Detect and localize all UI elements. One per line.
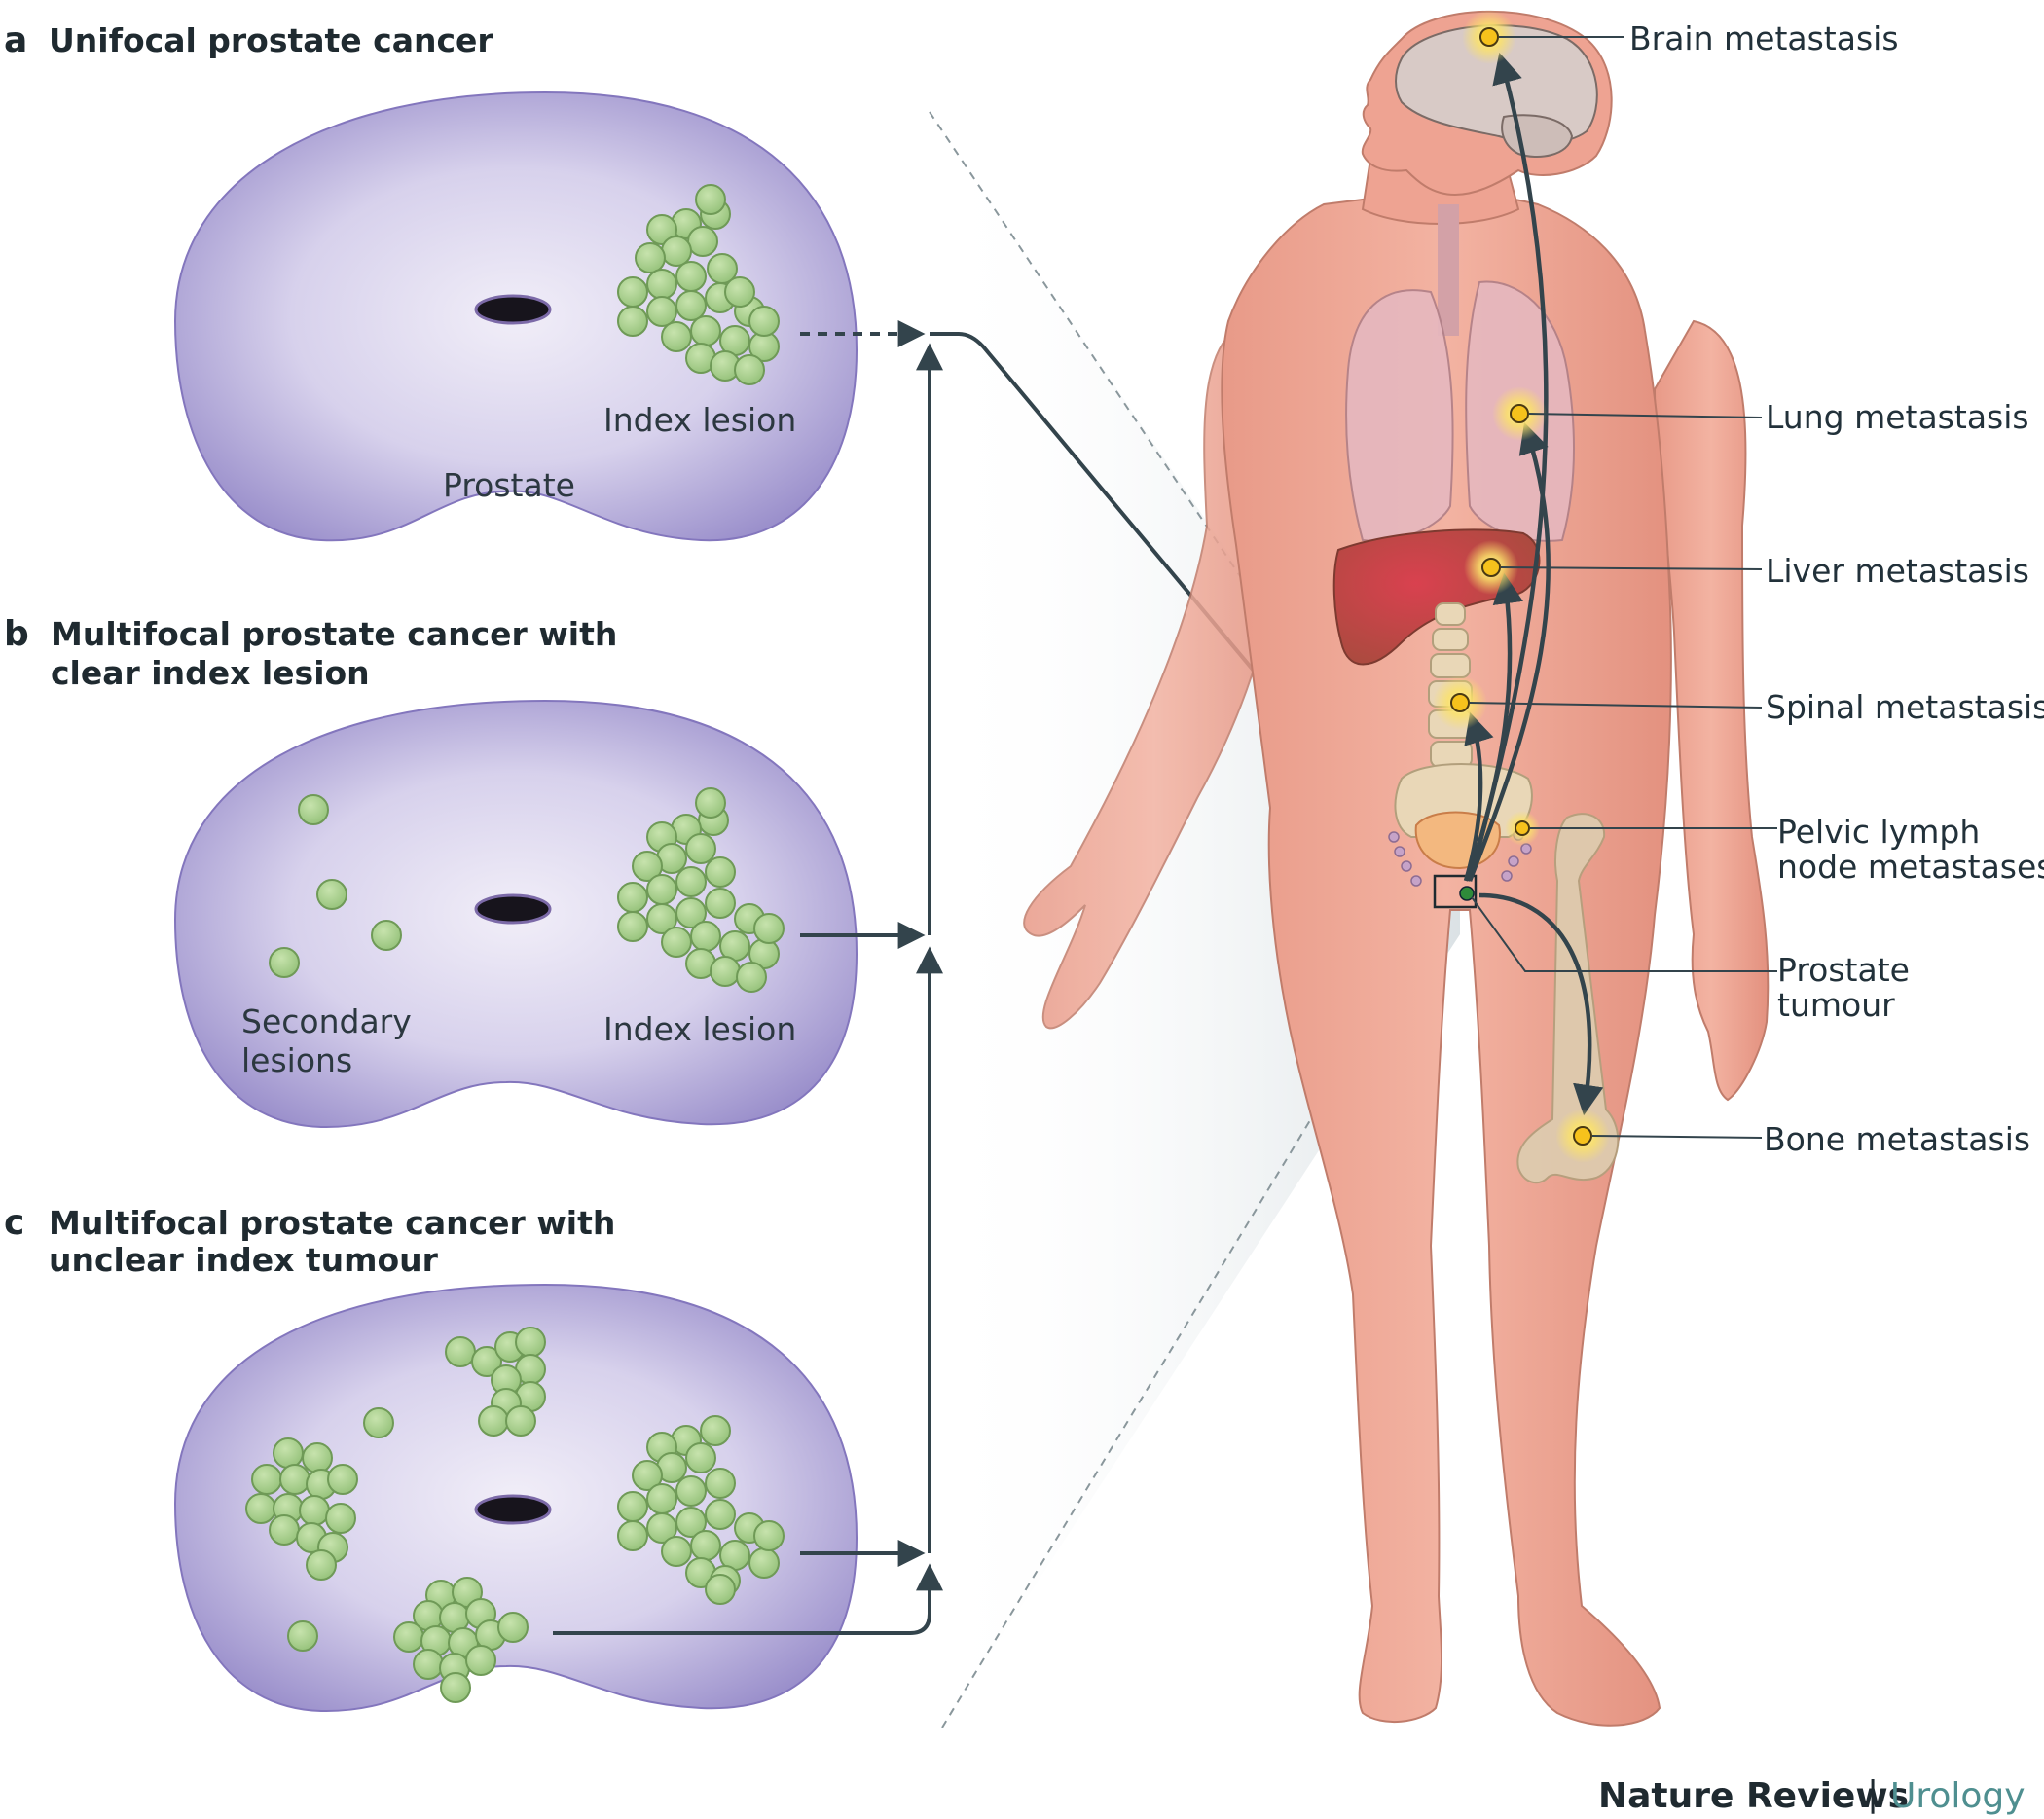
arrow-to-spine: [1463, 711, 1494, 882]
arrow-to-bone: [1478, 892, 1604, 1116]
brain-metastasis-marker: [1462, 10, 1516, 64]
brain-metastasis-label: Brain metastasis: [1629, 19, 1899, 57]
index-lesion-a-label: Index lesion: [603, 401, 796, 439]
panel-c-letter: c: [4, 1203, 24, 1243]
prostate-tumour-label-line2: tumour: [1777, 986, 1895, 1024]
panel-c-title-line2: unclear index tumour: [49, 1241, 439, 1279]
urethra-a: [474, 294, 552, 325]
bone-metastasis-marker: [1555, 1109, 1610, 1163]
pelvic-lymph-label-line1: Pelvic lymph: [1777, 813, 1980, 851]
metastasis-markers: [1433, 10, 1610, 1163]
panel-c-title-line1: Multifocal prostate cancer with: [49, 1204, 615, 1242]
connector-c-bottom: [553, 1563, 943, 1635]
secondary-lesions-label-line1: Secondary: [241, 1002, 412, 1040]
pelvic-lymph-metastasis-marker: [1505, 811, 1540, 846]
bone-metastasis-label: Bone metastasis: [1764, 1120, 2030, 1158]
panel-b-title-line2: clear index lesion: [51, 654, 370, 692]
prostate-a-label: Prostate: [443, 466, 575, 504]
urethra-b: [474, 893, 552, 925]
journal-separator: |: [1867, 1774, 1879, 1814]
lung-metastasis-marker: [1492, 386, 1547, 441]
liver-metastasis-label: Liver metastasis: [1766, 552, 2029, 590]
connector-arrows: [553, 320, 1429, 1635]
secondary-lesions-label-line2: lesions: [241, 1041, 352, 1079]
prostate-b: Secondary lesions Index lesion: [173, 699, 858, 1129]
journal-section: Urology: [1890, 1776, 2026, 1816]
prostate-zoom-box: [1433, 874, 1478, 909]
arrow-to-liver: [1465, 572, 1523, 882]
human-body: [1023, 10, 1770, 1727]
panel-a-title: Unifocal prostate cancer: [49, 21, 493, 59]
body-left-arm: [1653, 319, 1770, 1102]
prostate-tumour-dot: [1459, 886, 1475, 901]
prostate-a: Index lesion Prostate: [173, 91, 858, 542]
spinal-metastasis-label: Spinal metastasis: [1766, 688, 2044, 726]
panel-a-letter: a: [4, 20, 27, 60]
pelvic-lymph-label-line2: node metastases: [1777, 848, 2044, 886]
index-lesion-b-label: Index lesion: [603, 1010, 796, 1048]
spinal-metastasis-marker: [1433, 675, 1487, 730]
panel-b-title-line1: Multifocal prostate cancer with: [51, 615, 617, 653]
panel-b-letter: b: [4, 614, 29, 654]
prostate-tumour-label-line1: Prostate: [1777, 951, 1910, 989]
prostate-c: [173, 1283, 858, 1713]
liver-metastasis-marker: [1464, 540, 1518, 595]
leader-lines: [1469, 36, 1777, 1139]
journal-name: Nature Reviews: [1598, 1776, 1909, 1816]
zoom-fan: [930, 112, 1460, 1728]
journal-footer: Nature Reviews | Urology: [1598, 1774, 2026, 1816]
body-right-arm: [1023, 319, 1287, 1030]
arrow-to-lung: [1467, 422, 1551, 882]
lung-right: [1345, 289, 1454, 542]
metastasis-arrows: [1463, 52, 1604, 1116]
lung-metastasis-label: Lung metastasis: [1766, 398, 2029, 436]
urethra-c: [474, 1494, 552, 1525]
connector-to-prostate: [930, 332, 1429, 881]
